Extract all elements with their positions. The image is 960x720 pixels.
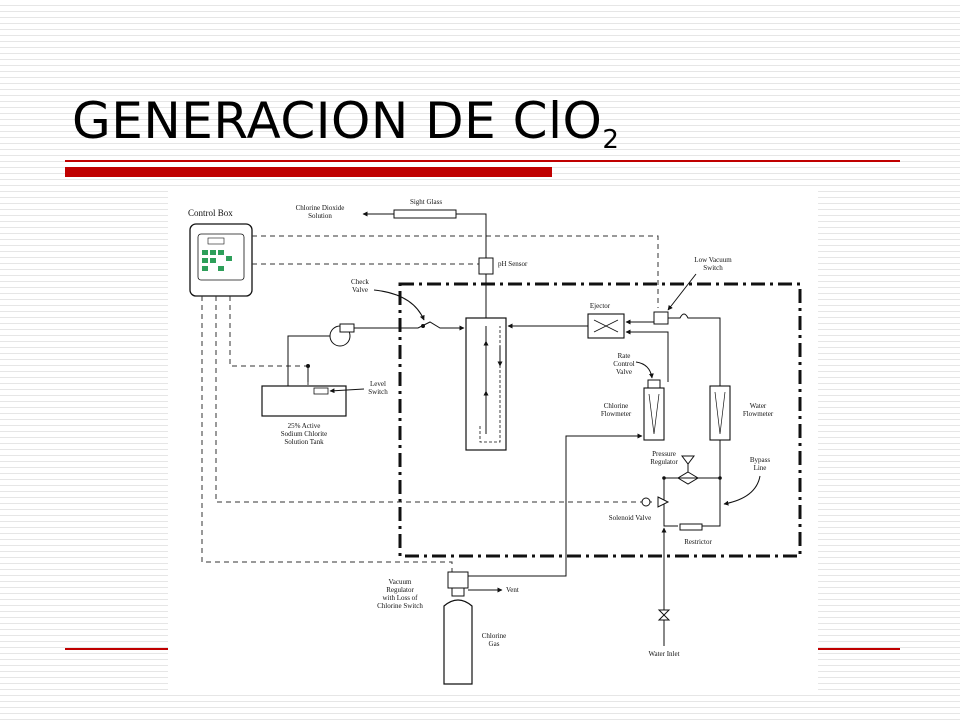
vent-label: Vent (506, 586, 519, 594)
rate-valve-label-2: Control (613, 360, 634, 368)
tank-to-pump-line (287, 335, 330, 386)
reaction-column (465, 317, 507, 451)
solution-outlet-label-2: Solution (308, 212, 332, 220)
chlorine-flowmeter-label-2: Flowmeter (601, 410, 632, 418)
level-switch-label-2: Switch (368, 388, 388, 396)
pump-to-column-line (354, 321, 465, 331)
chlorine-dioxide-generator-diagram: Control Box Sight Glass Chlorine Dioxide… (168, 186, 818, 690)
pressure-regulator-label-1: Pressure (652, 450, 676, 458)
sight-glass-label: Sight Glass (410, 198, 442, 206)
chlorine-gas-label-1: Chlorine (482, 632, 507, 640)
rate-valve-pointer (635, 361, 654, 379)
check-valve-label-2: Valve (352, 286, 368, 294)
restrictor-label: Restrictor (684, 538, 712, 546)
slide-title-subscript: 2 (602, 125, 620, 155)
chlorine-gas-label-2: Gas (489, 640, 500, 648)
water-loop-line (702, 440, 721, 527)
tank-label-2: Sodium Chlorite (281, 430, 327, 438)
level-switch-label-1: Level (370, 380, 386, 388)
vacuum-regulator-label-3: with Loss of (383, 594, 419, 602)
check-valve-pointer (373, 289, 425, 321)
vacuum-regulator-label-1: Vacuum (389, 578, 412, 586)
rate-valve-label-3: Valve (616, 368, 632, 376)
title-underline (65, 160, 900, 162)
ejector (587, 313, 625, 339)
solenoid-valve-label: Solenoid Valve (609, 514, 651, 522)
generator-enclosure (398, 282, 802, 558)
bypass-line-label-1: Bypass (750, 456, 771, 464)
low-vacuum-label-2: Switch (703, 264, 723, 272)
tank-label-1: 25% Active (288, 422, 321, 430)
tank-label-3: Solution Tank (284, 438, 324, 446)
chlorine-flowmeter (643, 387, 665, 441)
metering-pump (329, 323, 355, 347)
slide-title: GENERACION DE ClO2 (72, 96, 619, 153)
low-vacuum-switch (653, 311, 669, 325)
rate-valve-label-1: Rate (618, 352, 631, 360)
check-valve-label-1: Check (351, 278, 369, 286)
vacuum-regulator-label-4: Chlorine Switch (377, 602, 423, 610)
water-flowmeter-label-1: Water (750, 402, 767, 410)
water-flowmeter (709, 385, 731, 441)
ph-sensor (478, 257, 494, 275)
control-box-label: Control Box (188, 208, 233, 218)
low-vacuum-label-1: Low Vacuum (694, 256, 732, 264)
pressure-regulator-label-2: Regulator (650, 458, 678, 466)
sight-glass-to-ph-line (456, 213, 487, 258)
rate-control-valve (647, 379, 661, 389)
check-valve (421, 324, 425, 328)
level-switch-pointer (329, 388, 365, 394)
solenoid-valve (641, 496, 670, 508)
chlorine-flowmeter-label-1: Chlorine (604, 402, 629, 410)
rate-valve-to-ejector-line (625, 329, 669, 382)
chlorine-gas-line (468, 433, 643, 577)
control-box (189, 223, 253, 297)
level-switch (313, 387, 329, 395)
pressure-regulator (677, 455, 699, 485)
solution-outlet-label-1: Chlorine Dioxide (296, 204, 345, 212)
water-to-switch-line (668, 313, 721, 386)
water-flowmeter-label-2: Flowmeter (743, 410, 774, 418)
bypass-line-pointer (723, 475, 761, 506)
bypass-line-label-2: Line (754, 464, 767, 472)
regulator-loop-line (663, 478, 678, 527)
water-inlet-label: Water Inlet (648, 650, 679, 658)
slide-title-main: GENERACION DE ClO (72, 92, 603, 150)
low-vacuum-pointer (667, 273, 697, 311)
restrictor (679, 523, 703, 531)
ejector-label: Ejector (590, 302, 611, 310)
title-accent-bar (65, 167, 552, 177)
ph-sensor-label: pH Sensor (498, 260, 528, 268)
sight-glass (393, 209, 457, 219)
inlet-valve (657, 609, 671, 621)
chlorine-cylinder (443, 571, 473, 685)
vacuum-regulator-label-2: Regulator (386, 586, 414, 594)
